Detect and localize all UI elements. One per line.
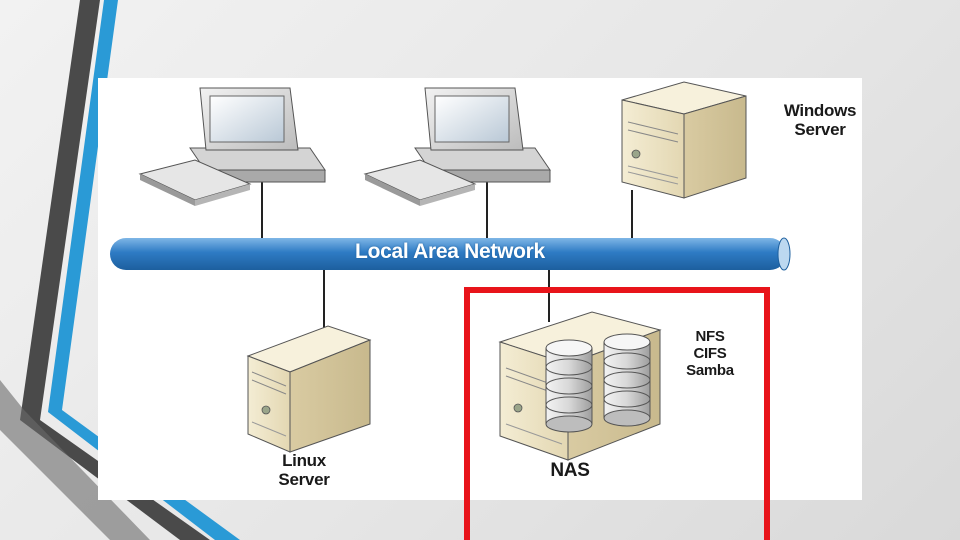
accent-stripes: [0, 0, 240, 540]
protocol-samba: Samba: [686, 361, 734, 379]
windows-server-label-line1: Windows: [783, 101, 857, 120]
nas-label: NAS: [550, 460, 590, 481]
windows-server-label-line2: Server: [794, 120, 846, 140]
accent-stripe-gray: [0, 380, 150, 540]
linux-server-label: Linux Server: [254, 451, 354, 489]
protocol-nfs: NFS: [695, 328, 725, 345]
accent-stripe-blue: [48, 0, 240, 540]
windows-server-tower: [621, 81, 747, 199]
linux-server-label-line2: Server: [278, 470, 330, 490]
workstation-2: [363, 87, 551, 206]
workstation-1: [138, 87, 326, 206]
protocol-cifs: CIFS: [693, 344, 727, 362]
protocol-list: NFS CIFS Samba: [670, 328, 750, 379]
nas-highlight-box: [464, 287, 770, 540]
linux-server-tower: [246, 325, 372, 453]
disk-stack-left: [545, 339, 593, 433]
lan-bar: [110, 237, 791, 271]
disk-stack-right: [603, 333, 651, 427]
connector-lines: [261, 180, 633, 330]
lan-label: Local Area Network: [355, 240, 545, 263]
linux-server-label-line1: Linux: [282, 451, 326, 470]
accent-stripe-dark: [20, 0, 210, 540]
windows-server-label: Windows Server: [770, 101, 870, 139]
